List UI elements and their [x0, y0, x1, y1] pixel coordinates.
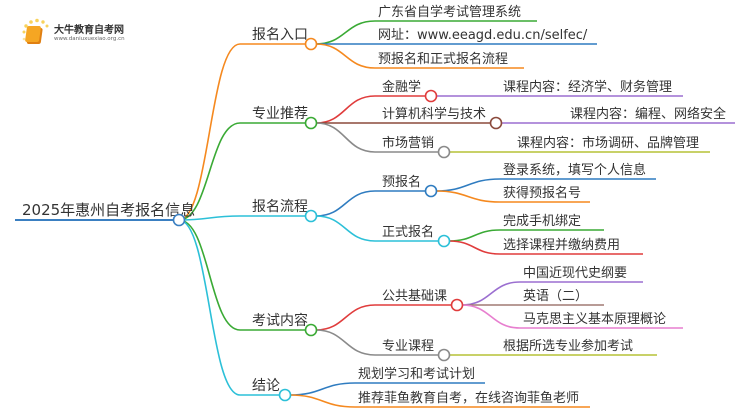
detail-label[interactable]: 课程内容：市场调研、品牌管理: [517, 135, 699, 151]
child-connector: [315, 20, 376, 45]
leaf-connector: [448, 240, 501, 255]
child-node-toggle[interactable]: [450, 298, 464, 312]
root-branch-connector: [178, 215, 241, 221]
logo: 大牛教育自考网 www.daniuxuexiao.org.cn: [20, 18, 130, 48]
child-node-toggle[interactable]: [424, 184, 438, 198]
child-connector: [315, 122, 376, 153]
logo-url: www.daniuxuexiao.org.cn: [54, 36, 125, 42]
leaf-connector: [448, 229, 501, 242]
child-label[interactable]: 预报名: [382, 174, 421, 190]
root-branch-connector: [178, 219, 241, 331]
branch-label[interactable]: 报名入口: [252, 27, 308, 43]
branch-node-toggle[interactable]: [304, 209, 318, 223]
child-label[interactable]: 预报名和正式报名流程: [378, 51, 508, 67]
leaf-label[interactable]: 马克思主义基本原理概论: [523, 312, 666, 327]
child-label[interactable]: 规划学习和考试计划: [358, 366, 475, 382]
sun-dots-icon: [22, 18, 49, 41]
child-node-toggle[interactable]: [437, 234, 451, 248]
detail-label[interactable]: 课程内容：经济学、财务管理: [503, 79, 672, 95]
child-connector: [315, 190, 376, 217]
logo-title: 大牛教育自考网: [54, 25, 124, 36]
child-connector: [315, 215, 376, 242]
leaf-label[interactable]: 中国近现代史纲要: [523, 266, 627, 281]
branch-label[interactable]: 报名流程: [252, 199, 308, 215]
child-label[interactable]: 计算机科学与技术: [382, 106, 486, 122]
leaf-connector: [461, 304, 521, 329]
branch-label[interactable]: 专业推荐: [252, 106, 308, 122]
child-connector: [315, 95, 376, 124]
leaf-label[interactable]: 获得预报名号: [503, 185, 581, 201]
leaf-label[interactable]: 英语（二）: [523, 289, 588, 304]
leaf-connector: [435, 190, 501, 203]
child-label[interactable]: 专业课程: [382, 339, 434, 354]
child-connector: [315, 329, 376, 356]
child-label[interactable]: 网址：www.eeagd.edu.cn/selfec/: [378, 28, 588, 43]
root-branch-connector: [178, 43, 241, 221]
child-label[interactable]: 广东省自学考试管理系统: [378, 4, 521, 20]
leaf-connector: [435, 178, 501, 192]
child-connector: [315, 43, 376, 69]
branch-node-toggle[interactable]: [304, 323, 318, 337]
child-label[interactable]: 公共基础课: [382, 289, 447, 304]
leaf-label[interactable]: 完成手机绑定: [503, 214, 581, 229]
child-label[interactable]: 正式报名: [382, 224, 434, 240]
child-label[interactable]: 推荐菲鱼教育自考，在线咨询菲鱼老师: [358, 390, 579, 406]
branch-node-toggle[interactable]: [304, 37, 318, 51]
leaf-label[interactable]: 登录系统，填写个人信息: [503, 162, 646, 178]
child-node-toggle[interactable]: [424, 89, 438, 103]
child-connector: [289, 382, 356, 396]
leaf-label[interactable]: 根据所选专业参加考试: [503, 338, 633, 354]
child-node-toggle[interactable]: [489, 116, 503, 130]
branch-label[interactable]: 考试内容: [252, 312, 308, 329]
child-label[interactable]: 市场营销: [382, 135, 434, 151]
detail-label[interactable]: 课程内容：编程、网络安全: [570, 106, 726, 122]
root-branch-connector: [178, 122, 241, 221]
leaf-connector: [461, 281, 521, 306]
branch-node-toggle[interactable]: [304, 116, 318, 130]
root-node-toggle[interactable]: [172, 213, 186, 227]
branch-label[interactable]: 结论: [252, 378, 280, 394]
child-node-toggle[interactable]: [437, 348, 451, 362]
root-branch-connector: [178, 219, 241, 396]
child-node-toggle[interactable]: [437, 145, 451, 159]
leaf-label[interactable]: 选择课程并缴纳费用: [503, 238, 620, 253]
branch-node-toggle[interactable]: [278, 388, 292, 402]
child-connector: [315, 304, 376, 331]
root-label[interactable]: 2025年惠州自考报名信息: [22, 201, 195, 219]
child-label[interactable]: 金融学: [382, 79, 421, 95]
child-connector: [289, 394, 356, 408]
